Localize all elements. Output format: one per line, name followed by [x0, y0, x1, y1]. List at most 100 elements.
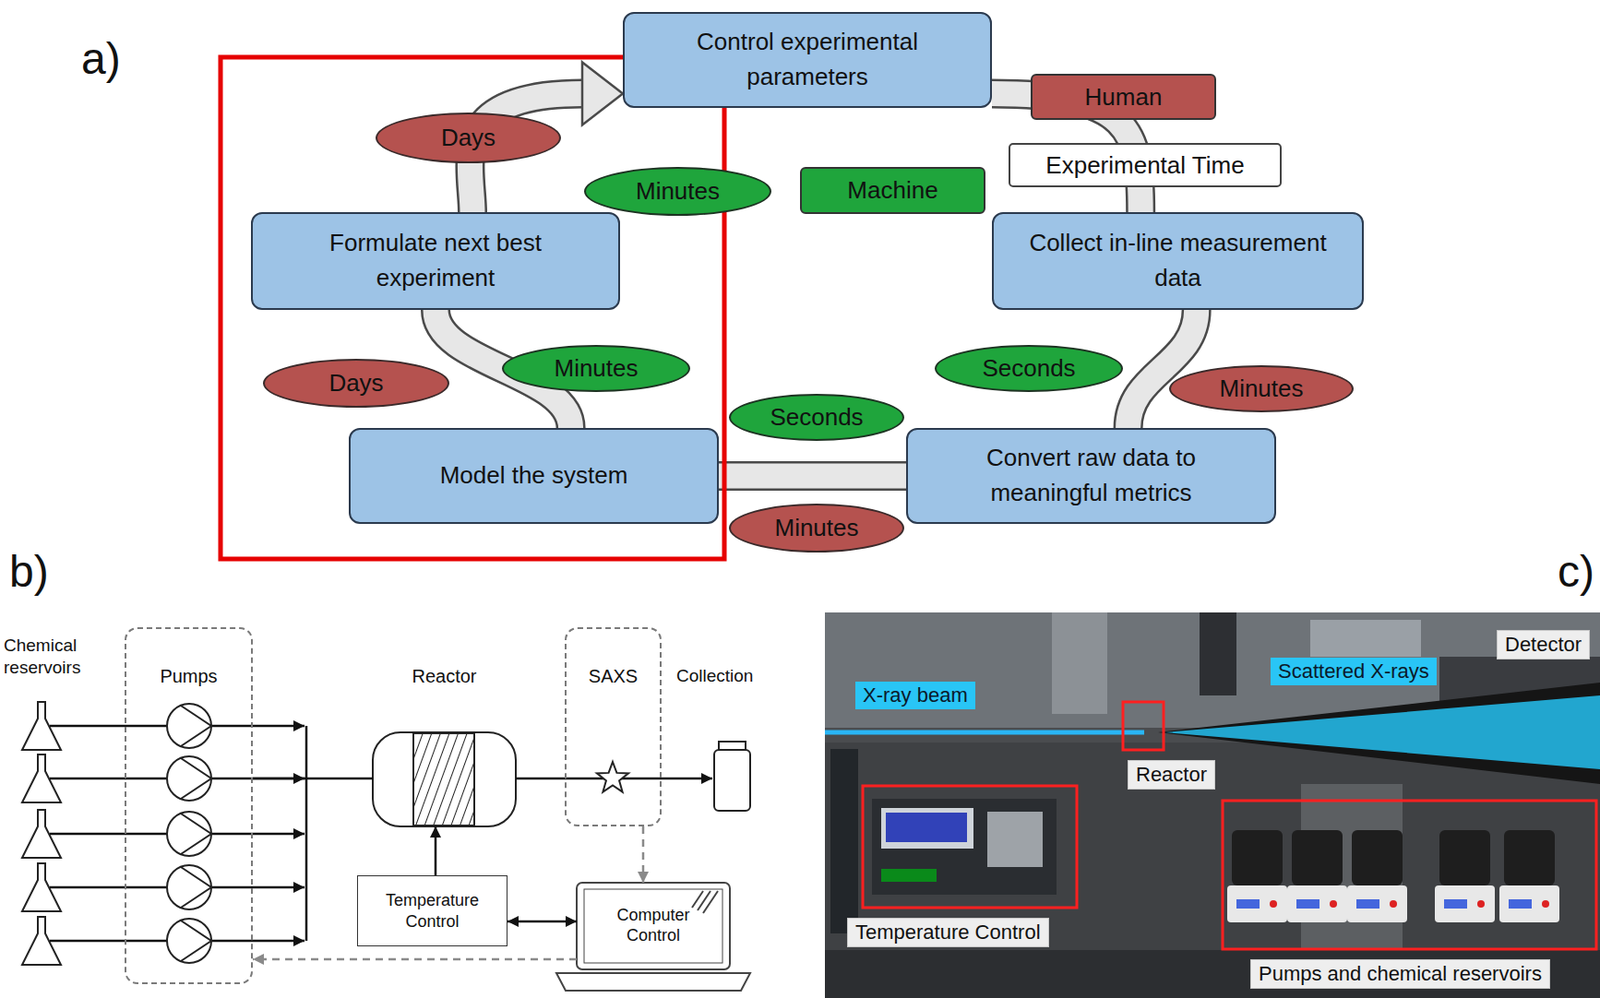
node-text: Seconds — [769, 403, 863, 432]
feed-line — [49, 726, 307, 942]
node-text: Formulate next best experiment — [280, 226, 591, 296]
photo-tag: X-ray beam — [855, 681, 976, 710]
node-text: Days — [441, 123, 496, 153]
pump-group-box: Pumps — [124, 627, 253, 985]
pump-photo — [1347, 885, 1408, 923]
reservoir-flask — [22, 702, 61, 751]
node-text: Minutes — [553, 354, 638, 383]
pump-photo — [1356, 899, 1380, 909]
pump-symbol — [167, 811, 212, 857]
temperature-controller-photo — [987, 811, 1043, 868]
pump-photo — [1222, 800, 1597, 950]
reservoir-flask — [22, 863, 61, 912]
flow-line — [252, 778, 373, 780]
photo-background — [1310, 620, 1421, 657]
flow-line — [507, 921, 577, 923]
xray-beam-photo — [824, 730, 1145, 736]
pump-photo — [1389, 900, 1398, 908]
human-time-ellipse: Minutes — [1169, 365, 1354, 413]
photo-tag: Reactor — [1127, 760, 1216, 790]
cycle-arrow — [1128, 310, 1197, 429]
pump-photo — [1434, 885, 1495, 923]
xray-beam-photo — [1164, 695, 1600, 770]
reservoir-flask — [22, 810, 61, 859]
collection-bottle — [718, 741, 746, 752]
node-text: Temperature Control — [361, 890, 503, 932]
pump-photo — [1504, 830, 1555, 886]
photo-tag: Pumps and chemical reservoirs — [1250, 959, 1551, 990]
reservoir-flask — [22, 754, 61, 803]
pump-symbol — [167, 865, 212, 910]
pump-symbol — [180, 867, 212, 908]
node-text: Collect in-line measurement data — [1021, 226, 1335, 296]
cycle-arrow — [1128, 310, 1197, 429]
temperature-controller-photo — [862, 786, 1077, 908]
node-text: Minutes — [635, 177, 720, 206]
panel-letter: a) — [81, 36, 121, 82]
reactor-cylinder — [413, 733, 475, 826]
signal-line — [252, 958, 577, 962]
saxs-beam-point — [564, 777, 662, 781]
pump-symbol — [180, 758, 212, 800]
pump-symbol — [167, 919, 212, 964]
xray-beam-photo — [1122, 702, 1164, 751]
photo-background — [1301, 784, 1403, 951]
legend-text: Machine — [847, 176, 938, 205]
saxs-box: SAXS — [564, 627, 662, 827]
pump-photo — [1439, 830, 1491, 886]
panel-letter: b) — [9, 549, 49, 595]
flow-line — [515, 778, 565, 780]
node-text: Days — [328, 369, 383, 398]
pump-symbol — [180, 813, 212, 855]
pump-symbol — [180, 705, 212, 747]
pump-symbol — [167, 704, 212, 964]
reservoir-flask — [22, 917, 61, 966]
pump-photo — [1291, 830, 1343, 886]
machine-time-ellipse: Minutes — [501, 345, 691, 393]
feed-line — [305, 726, 309, 942]
legend-text: Human — [1085, 83, 1163, 112]
photo-tag: Scattered X-rays — [1270, 657, 1437, 686]
machine-time-ellipse: Seconds — [934, 345, 1123, 393]
pump-symbol — [180, 920, 212, 962]
pump-photo — [1231, 830, 1283, 886]
pump-photo — [1236, 899, 1260, 909]
collection-bottle — [714, 750, 751, 812]
photo-background — [824, 950, 1600, 998]
feed-line — [49, 940, 168, 944]
feed-line — [211, 940, 305, 944]
laptop-symbol — [584, 889, 723, 964]
feed-line — [49, 777, 168, 781]
process-box: Formulate next best experiment — [250, 212, 621, 311]
highlight-frame — [220, 57, 725, 560]
pump-photo — [1351, 830, 1403, 886]
pump-photo — [1508, 899, 1532, 909]
pump-photo — [1329, 900, 1338, 908]
temperature-controller-photo — [885, 812, 968, 843]
cycle-arrow — [718, 461, 907, 491]
node-text: Control experimental parameters — [652, 24, 963, 95]
reactor-node: Reactor — [372, 662, 516, 827]
laptop-symbol — [556, 883, 751, 992]
cycle-arrow — [718, 464, 907, 490]
feed-line — [49, 833, 168, 836]
control-box: Temperature Control — [357, 875, 508, 947]
signal-line — [643, 826, 645, 884]
saxs-beam-point — [597, 762, 629, 793]
reactor-cylinder — [372, 732, 516, 827]
process-box: Control experimental parameters — [622, 11, 992, 108]
node-text: Minutes — [774, 513, 859, 543]
temperature-controller-photo — [881, 808, 974, 849]
node-text: Pumps — [159, 666, 217, 688]
process-box: Convert raw data to meaningful metrics — [906, 428, 1277, 525]
pump-photo — [1444, 899, 1468, 909]
photo-background — [1199, 612, 1237, 696]
laptop-symbol — [556, 973, 751, 992]
photo-background — [824, 612, 1600, 729]
node-text: Minutes — [1218, 374, 1303, 404]
node-text: Convert raw data to meaningful metrics — [935, 441, 1247, 511]
signal-line — [252, 959, 577, 961]
